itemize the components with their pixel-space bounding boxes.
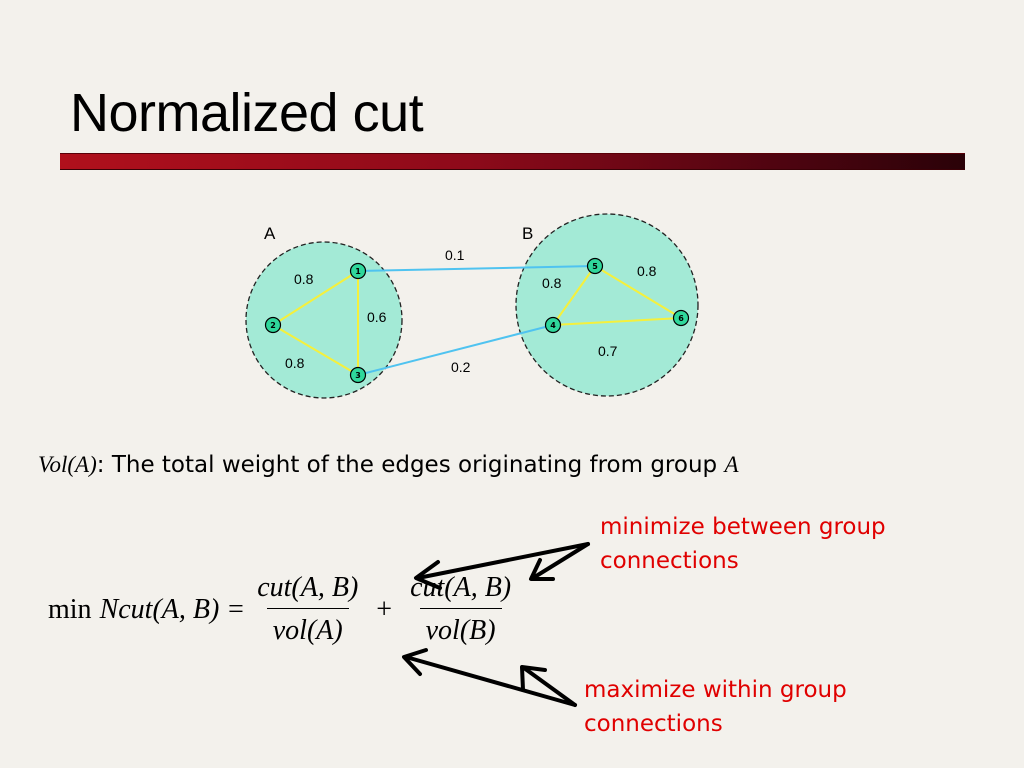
edge-1-2 <box>272 270 359 326</box>
page-title: Normalized cut <box>70 83 424 143</box>
annotation-maximize-line2: connections <box>584 711 723 737</box>
arrow-minimize-left <box>414 542 590 590</box>
edge-5-6 <box>594 265 682 319</box>
edge-weight-4-5: 0.8 <box>542 275 562 291</box>
fraction-b-numerator: cut(A, B) <box>410 572 512 603</box>
vol-term: Vol(A) <box>38 452 97 477</box>
group-b-region <box>515 213 699 397</box>
node-3: 3 <box>349 366 367 384</box>
edge-weight-1-2: 0.8 <box>294 271 314 287</box>
node-1-label: 1 <box>355 267 361 276</box>
edge-3-4 <box>357 324 554 376</box>
fraction-a-numerator: cut(A, B) <box>257 572 359 603</box>
annotation-minimize-line1: minimize between group <box>600 514 886 540</box>
node-1: 1 <box>349 262 367 280</box>
vol-definition: Vol(A): The total weight of the edges or… <box>38 452 739 478</box>
node-5-label: 5 <box>592 262 598 271</box>
edge-weight-2-3: 0.8 <box>285 355 305 371</box>
fraction-b-denominator: vol(B) <box>419 608 502 647</box>
arrow-minimize-right <box>529 542 590 581</box>
formula-ncut: Ncut <box>99 593 153 625</box>
edge-weight-5-6: 0.8 <box>637 263 657 279</box>
edge-weight-4-6: 0.7 <box>598 343 618 359</box>
edge-4-6 <box>552 317 682 326</box>
formula-plus: + <box>376 593 393 625</box>
formula-min: min <box>48 593 92 625</box>
node-4-label: 4 <box>550 321 556 330</box>
edge-4-5 <box>552 265 596 326</box>
fraction-b: cut(A, B) vol(B) <box>404 572 517 647</box>
node-4: 4 <box>544 316 562 334</box>
formula-args: (A, B) = <box>152 593 246 625</box>
edge-weight-1-3: 0.6 <box>367 309 387 325</box>
ncut-formula: min Ncut (A, B) = cut(A, B) vol(A) + cut… <box>48 572 523 647</box>
arrow-maximize-right <box>520 665 577 707</box>
group-a-region <box>245 241 403 399</box>
edge-weight-1-5: 0.1 <box>445 247 465 263</box>
edge-weight-3-4: 0.2 <box>451 359 471 375</box>
vol-group: A <box>724 452 739 477</box>
node-2-label: 2 <box>270 321 276 330</box>
fraction-a-denominator: vol(A) <box>266 608 349 647</box>
annotation-maximize: maximize within group connections <box>584 673 847 741</box>
node-6: 6 <box>672 309 690 327</box>
group-b-label: B <box>522 224 533 243</box>
edge-1-5 <box>357 265 596 272</box>
node-6-label: 6 <box>678 314 684 323</box>
annotation-minimize-line2: connections <box>600 548 739 574</box>
node-2: 2 <box>264 316 282 334</box>
annotation-maximize-line1: maximize within group <box>584 677 847 703</box>
node-3-label: 3 <box>355 371 361 380</box>
edge-2-3 <box>272 324 359 376</box>
vol-text: : The total weight of the edges originat… <box>96 452 725 478</box>
node-5: 5 <box>586 257 604 275</box>
annotation-minimize: minimize between group connections <box>600 510 886 578</box>
arrow-maximize-left <box>402 648 577 707</box>
fraction-a: cut(A, B) vol(A) <box>251 572 364 647</box>
group-a-label: A <box>264 224 276 243</box>
title-underline-bar <box>60 153 965 170</box>
